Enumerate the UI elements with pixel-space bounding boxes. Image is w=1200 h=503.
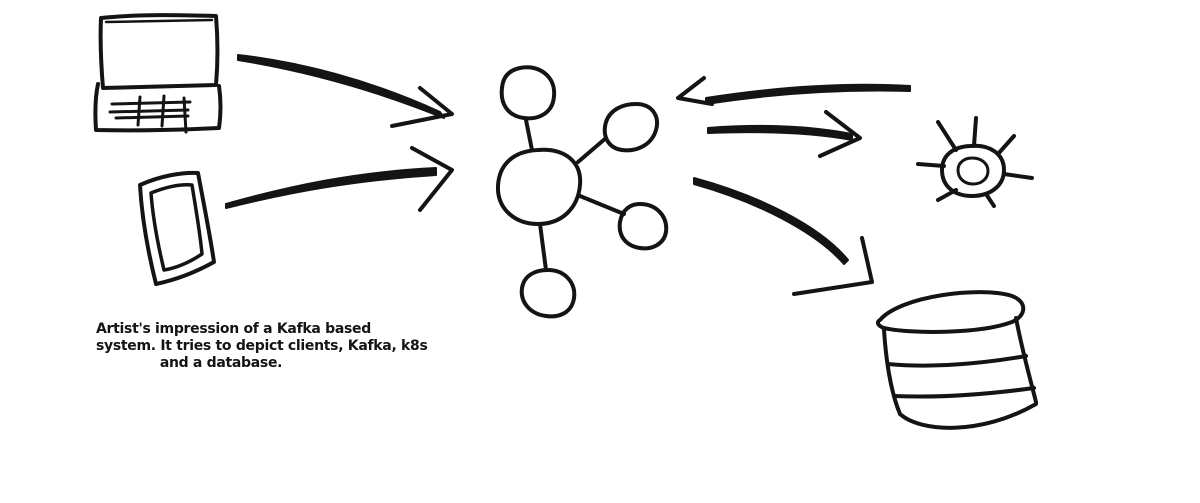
kubernetes-helm-icon bbox=[916, 116, 1034, 208]
arrow-kafka-to-k8s bbox=[707, 110, 862, 158]
database-icon bbox=[875, 290, 1038, 430]
caption-line-3: and a database. bbox=[159, 355, 283, 371]
phone-icon bbox=[138, 170, 216, 286]
arrow-laptop-to-kafka bbox=[237, 54, 454, 128]
arrow-phone-to-kafka bbox=[225, 146, 454, 212]
arrow-k8s-to-kafka bbox=[676, 76, 911, 106]
diagram-caption: Artist's impression of a Kafka based sys… bbox=[96, 321, 428, 372]
arrow-kafka-to-database bbox=[693, 177, 874, 296]
kafka-cluster-icon bbox=[495, 65, 669, 319]
caption-line-2: system. It tries to depict clients, Kafk… bbox=[96, 338, 428, 354]
caption-line-1: Artist's impression of a Kafka based bbox=[96, 321, 371, 337]
laptop-icon bbox=[93, 13, 223, 134]
